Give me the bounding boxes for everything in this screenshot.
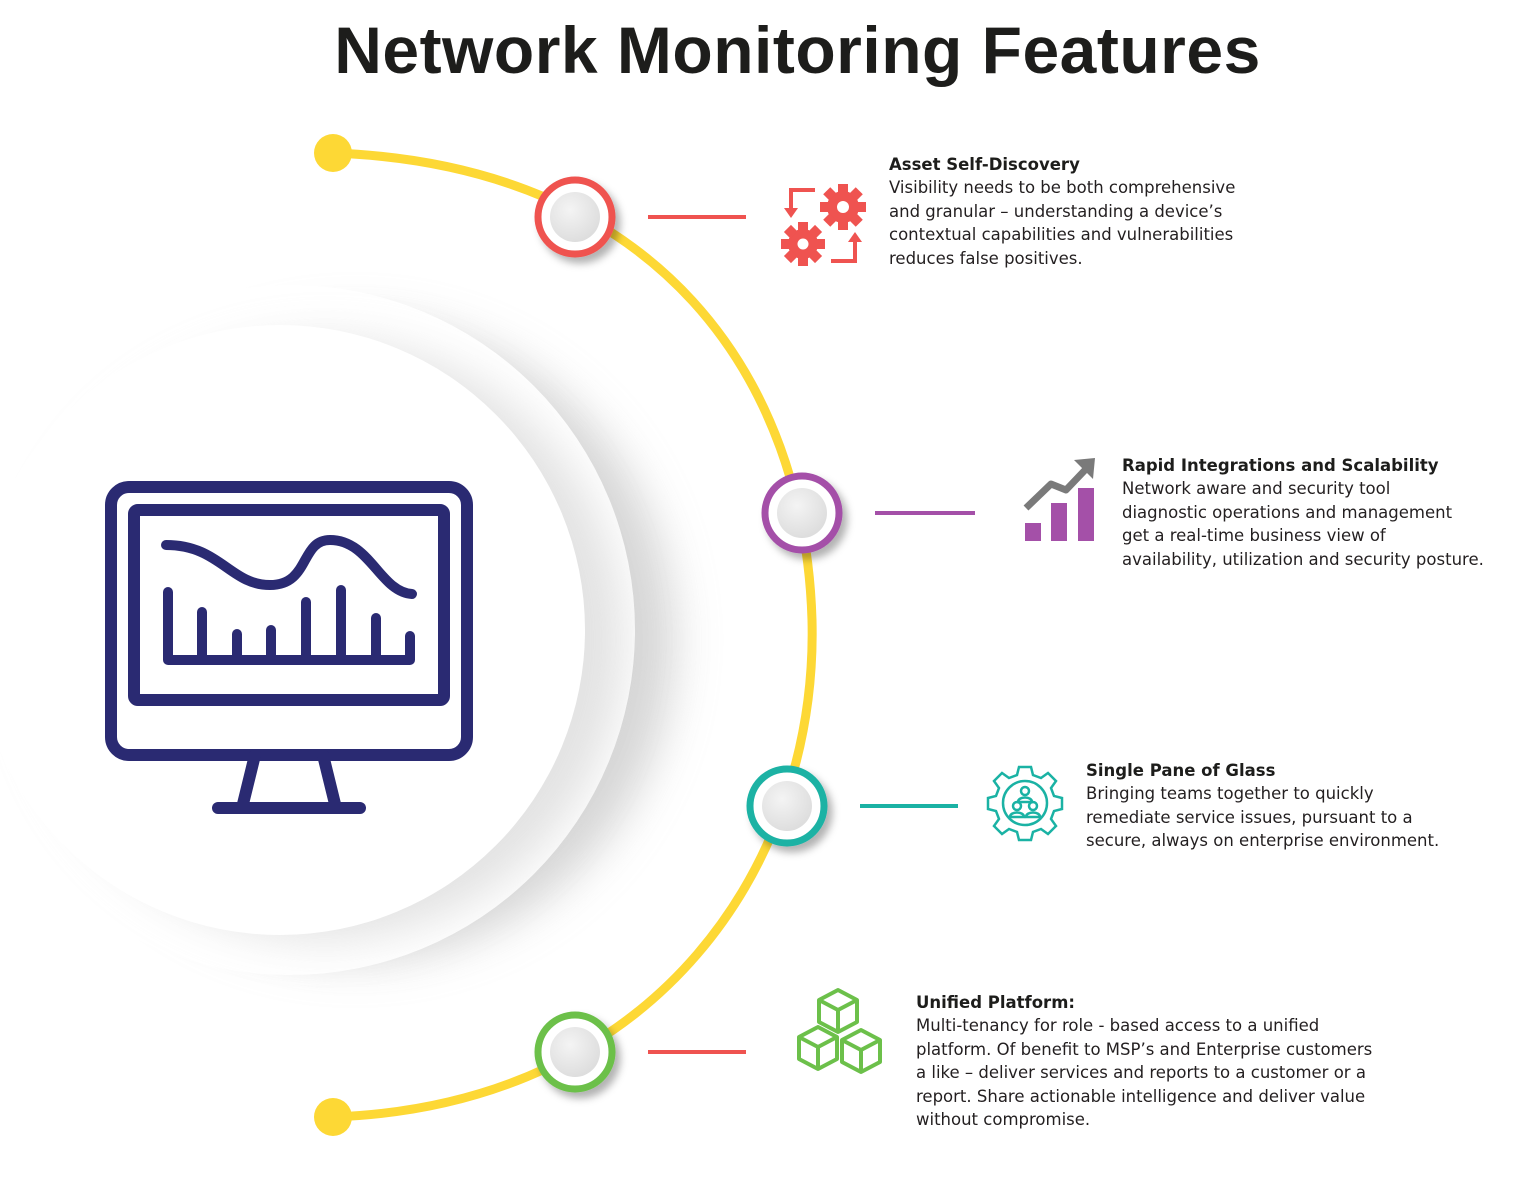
monitor-icon xyxy=(105,481,473,814)
feature-title: Single Pane of Glass xyxy=(1086,761,1276,780)
feature-title: Rapid Integrations and Scalability xyxy=(1122,456,1439,475)
feature-description: Bringing teams together to quickly remed… xyxy=(1086,784,1440,850)
feature-description: Multi-tenancy for role - based access to… xyxy=(916,1016,1373,1129)
feature-title: Unified Platform: xyxy=(916,993,1075,1012)
node-asset-discovery[interactable] xyxy=(534,176,616,258)
cubes-icon xyxy=(797,988,882,1074)
feature-single-pane: Single Pane of Glass Bringing teams toge… xyxy=(1086,759,1439,853)
node-rapid-integrations[interactable] xyxy=(761,472,843,554)
node-unified-platform[interactable] xyxy=(534,1011,616,1093)
team-gear-icon xyxy=(986,765,1064,842)
page-title: Network Monitoring Features xyxy=(334,13,1261,87)
gears-cycle-icon xyxy=(781,184,866,266)
arc-end-dot xyxy=(314,1098,352,1136)
feature-description: Visibility needs to be both comprehensiv… xyxy=(889,178,1236,268)
feature-description: Network aware and security tool diagnost… xyxy=(1122,479,1484,569)
feature-unified-platform: Unified Platform: Multi-tenancy for role… xyxy=(916,991,1372,1132)
center-disc xyxy=(0,285,675,975)
growth-chart-icon xyxy=(1023,458,1095,541)
feature-asset-discovery: Asset Self-Discovery Visibility needs to… xyxy=(889,153,1235,270)
feature-rapid-integrations: Rapid Integrations and Scalability Netwo… xyxy=(1122,454,1484,571)
feature-title: Asset Self-Discovery xyxy=(889,155,1080,174)
node-single-pane[interactable] xyxy=(746,765,828,847)
arc-start-dot xyxy=(314,134,352,172)
